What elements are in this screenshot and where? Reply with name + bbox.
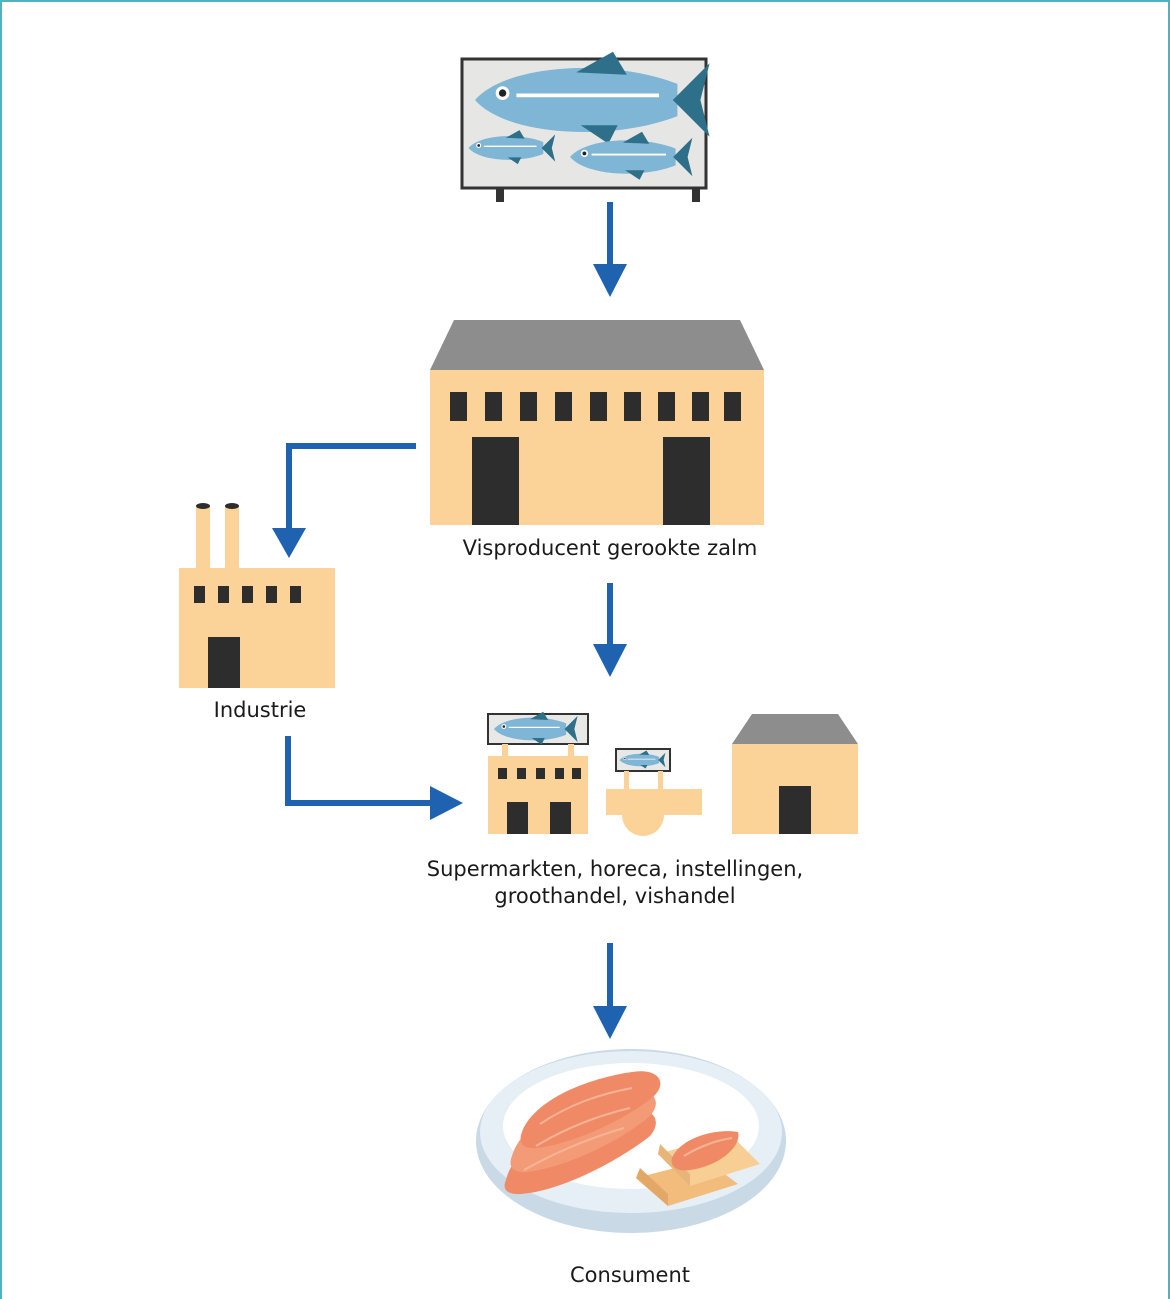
salmon-slices xyxy=(504,1071,661,1195)
factory-icon xyxy=(179,503,335,688)
fish-stall-icon xyxy=(606,748,702,836)
producer-label: Visproducent gerookte zalm xyxy=(462,536,758,560)
consumer-label: Consument xyxy=(570,1263,690,1287)
shop-building-icon xyxy=(732,714,858,834)
arrow-producer-to-industry xyxy=(272,443,416,558)
fish-display-icon xyxy=(460,49,712,202)
warehouse-door-left xyxy=(472,437,519,525)
warehouse-icon xyxy=(430,320,764,525)
arrow-industry-to-retail xyxy=(285,736,463,820)
warehouse-windows xyxy=(450,392,741,421)
arrow-source-to-producer xyxy=(593,202,627,297)
arrow-retail-to-consumer xyxy=(593,943,627,1039)
shops-icon xyxy=(487,711,858,836)
salmon-plate-icon xyxy=(476,1049,786,1233)
toast-with-salmon xyxy=(636,1131,760,1206)
warehouse-door-right xyxy=(663,437,710,525)
supermarket-icon xyxy=(487,711,589,834)
industry-label: Industrie xyxy=(213,698,307,722)
arrow-producer-to-retail xyxy=(593,583,627,677)
retail-label-line1: Supermarkten, horeca, instellingen, xyxy=(426,857,804,881)
arrows xyxy=(272,202,627,1039)
retail-label-line2: groothandel, vishandel xyxy=(494,884,736,908)
